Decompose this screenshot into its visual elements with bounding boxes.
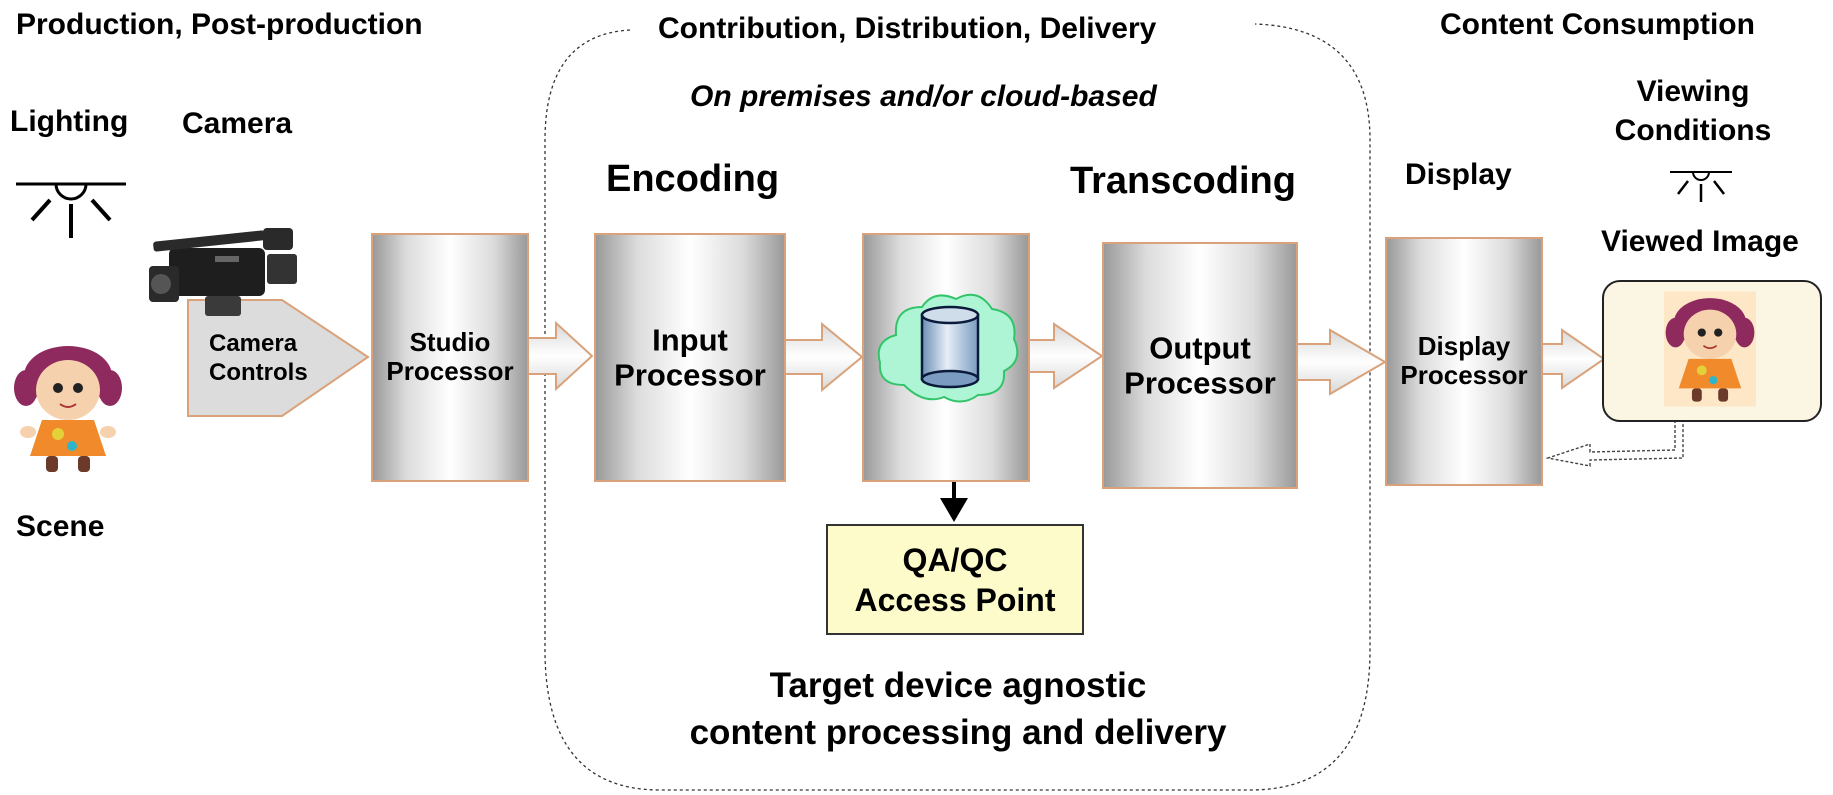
camera-controls-label: Camera Controls — [209, 330, 308, 386]
section-cloud: On premises and/or cloud-based — [690, 80, 1157, 113]
section-production: Production, Post-production — [16, 8, 423, 41]
light-bulb-icon — [16, 182, 126, 238]
viewed-feedback-arrow — [1545, 420, 1684, 467]
qa-connector-head — [940, 498, 968, 522]
doll-image — [14, 346, 122, 472]
lighting-label: Lighting — [10, 105, 129, 138]
section-contribution: Contribution, Distribution, Delivery — [658, 12, 1157, 45]
output-processor-box: Output Processor — [1102, 242, 1298, 489]
arrow-storage-to-output — [1027, 322, 1104, 390]
camera-controls-shape — [187, 299, 370, 417]
bottom-caption: Target device agnostic content processin… — [689, 666, 1227, 753]
cloud-region-boundary — [544, 23, 1371, 791]
display-processor-label: Display Processor — [1400, 330, 1528, 391]
viewed-image-label: Viewed Image — [1601, 225, 1799, 258]
output-processor-label: Output Processor — [1124, 329, 1276, 401]
viewing-conditions-label: Viewing Conditions — [1614, 75, 1772, 147]
transcoding-label: Transcoding — [1070, 160, 1296, 202]
studio-processor-label: Studio Processor — [386, 326, 514, 387]
display-label: Display — [1405, 158, 1512, 191]
scene-label: Scene — [16, 510, 105, 543]
input-processor-label: Input Processor — [614, 321, 766, 393]
database-cloud-icon — [877, 293, 1019, 403]
arrow-input-to-storage — [783, 321, 864, 393]
arrow-output-to-display — [1295, 328, 1387, 396]
small-light-icon — [1670, 171, 1732, 202]
qa-access-point-box: QA/QC Access Point — [826, 524, 1084, 635]
arrow-studio-to-input — [526, 320, 594, 392]
viewed-image-frame — [1602, 280, 1822, 422]
encoding-label: Encoding — [606, 158, 780, 200]
video-camera-icon — [149, 228, 297, 316]
arrow-display-to-viewed — [1540, 328, 1606, 390]
storage-box — [862, 233, 1030, 482]
camera-label: Camera — [182, 107, 293, 140]
section-consumption: Content Consumption — [1440, 8, 1755, 41]
studio-processor-box: Studio Processor — [371, 233, 529, 482]
input-processor-box: Input Processor — [594, 233, 786, 482]
display-processor-box: Display Processor — [1385, 237, 1543, 486]
viewed-doll-image — [1664, 291, 1756, 407]
